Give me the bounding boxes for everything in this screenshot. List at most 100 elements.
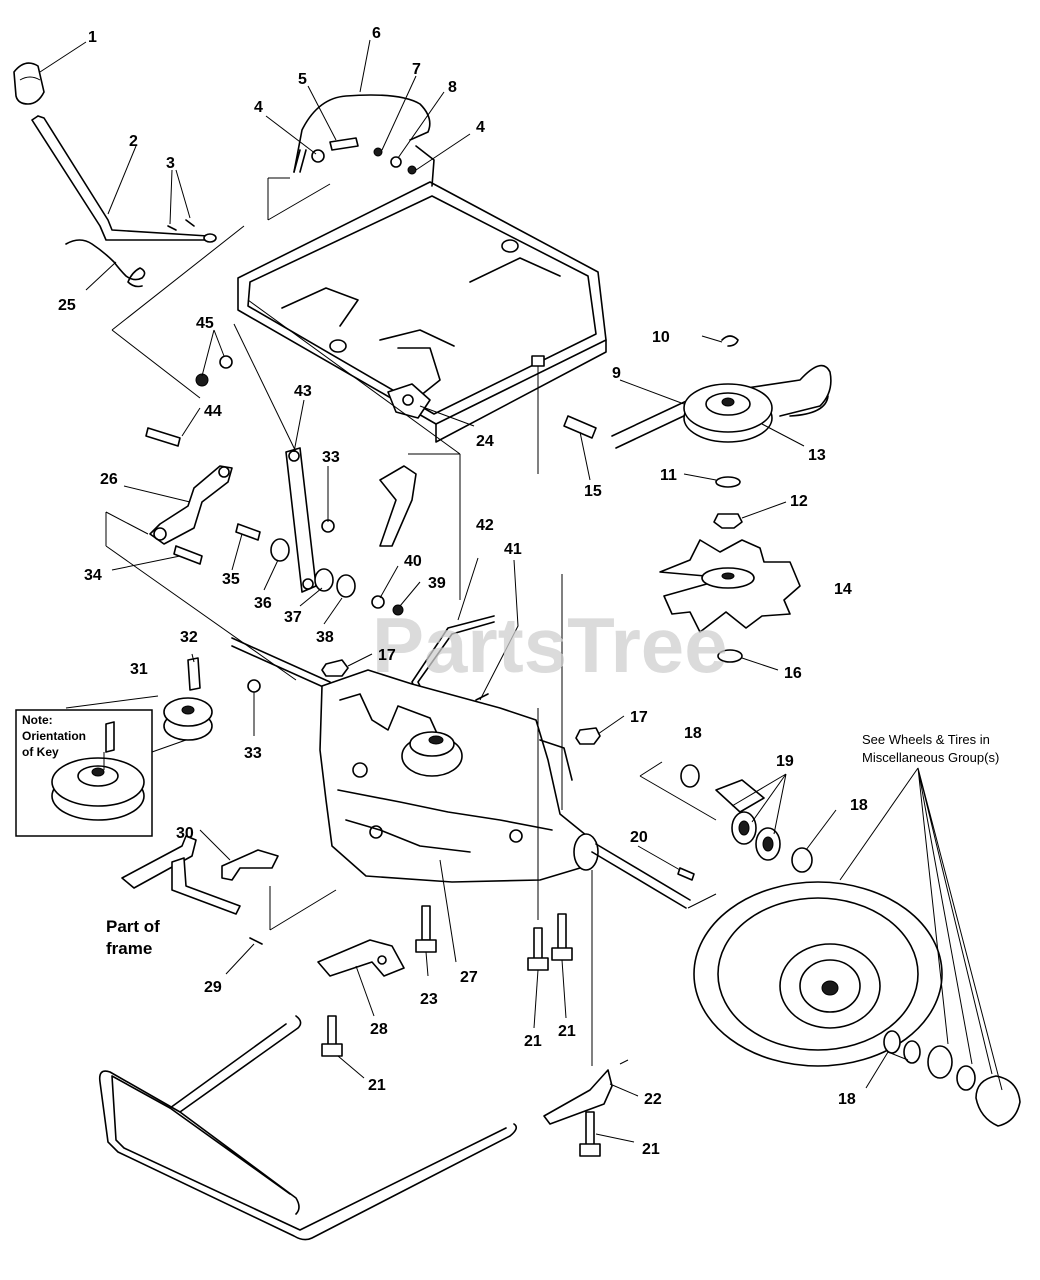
callout-21b: 21 [558, 1023, 576, 1040]
callout-15: 15 [584, 483, 602, 500]
pin-29 [249, 937, 263, 945]
hardware-top [311, 137, 417, 175]
cap-part [927, 1045, 953, 1079]
washer-18d [903, 1040, 921, 1064]
group-outline-lever [111, 225, 245, 399]
callout-2: 2 [129, 133, 138, 150]
nut-12 [713, 513, 743, 529]
bracket-22 [543, 1069, 613, 1125]
callout-23: 23 [420, 991, 438, 1008]
callout-44: 44 [204, 403, 222, 420]
callout-39: 39 [428, 575, 446, 592]
shift-lever [31, 115, 217, 243]
callout-18b: 18 [850, 797, 868, 814]
callout-11: 11 [660, 467, 677, 484]
spacers-19 [715, 779, 781, 861]
group-outline-42 [408, 453, 461, 600]
see-also-line-1: See Wheels & Tires in [862, 732, 990, 747]
callout-27: 27 [460, 969, 478, 986]
callout-10: 10 [652, 329, 670, 346]
axle [591, 843, 691, 909]
group-outline-top [267, 177, 331, 221]
hole-plate [531, 355, 545, 367]
key-32 [187, 657, 201, 691]
nut-45b [219, 355, 233, 369]
callout-29: 29 [204, 979, 222, 996]
callout-21a: 21 [524, 1033, 542, 1050]
callout-22: 22 [644, 1091, 662, 1108]
callout-9: 9 [612, 365, 621, 382]
callout-5: 5 [298, 71, 307, 88]
key-20 [677, 867, 695, 881]
callout-16: 16 [784, 665, 802, 682]
washer-18b [791, 847, 813, 873]
mounting-plate [237, 181, 607, 443]
transaxle-27 [319, 669, 599, 883]
wheel-tire [693, 881, 943, 1067]
callout-42: 42 [476, 517, 494, 534]
group-outline-22 [619, 1059, 629, 1065]
group-outline-arm [105, 511, 297, 681]
callout-14: 14 [834, 581, 852, 598]
callout-13: 13 [808, 447, 826, 464]
see-also-line-2: Miscellaneous Group(s) [862, 750, 999, 765]
control-rod [293, 94, 435, 187]
note-box: Note: Orientation of Key [15, 709, 153, 837]
callout-3: 3 [166, 155, 175, 172]
note-line-2: Orientation [22, 729, 86, 743]
callout-7: 7 [412, 61, 421, 78]
callout-1: 1 [88, 29, 97, 46]
pulley-13 [683, 383, 773, 443]
group-outline-frame [269, 886, 337, 931]
callout-24: 24 [476, 433, 494, 450]
nut-45a [195, 373, 209, 387]
callout-17b: 17 [630, 709, 648, 726]
drive-shaft [231, 637, 331, 691]
callout-21d: 21 [642, 1141, 660, 1158]
bolt-15 [563, 415, 597, 439]
bolts-21 [321, 913, 601, 1157]
callout-21c: 21 [368, 1077, 386, 1094]
leader-lines [39, 39, 909, 1143]
group-outline-axle [639, 761, 717, 909]
bracket-30 [221, 849, 279, 881]
callout-40: 40 [404, 553, 422, 570]
callout-33b: 33 [244, 745, 262, 762]
callout-18c: 18 [838, 1091, 856, 1108]
note-line-1: Note: [22, 713, 53, 727]
washer-38 [336, 574, 356, 598]
callout-6: 6 [372, 25, 381, 42]
washer-37 [314, 568, 334, 592]
note-leader [65, 695, 187, 753]
nut-wheel [956, 1065, 976, 1091]
callout-45: 45 [196, 315, 214, 332]
callout-8: 8 [448, 79, 457, 96]
callout-43: 43 [294, 383, 312, 400]
cotter-pins [167, 219, 195, 231]
washer-36 [270, 538, 290, 562]
bracket-28 [317, 939, 405, 977]
callout-36: 36 [254, 595, 272, 612]
callout-28: 28 [370, 1021, 388, 1038]
nut-17a [321, 659, 349, 677]
callout-38: 38 [316, 629, 334, 646]
washer-18c [883, 1030, 901, 1054]
frame-label-line-2: frame [106, 939, 152, 958]
callout-37: 37 [284, 609, 302, 626]
callout-4b: 4 [476, 119, 485, 136]
bolt-34 [173, 545, 203, 565]
callout-4a: 4 [254, 99, 263, 116]
bolt-44 [145, 427, 181, 447]
nut-17b [575, 727, 601, 745]
callout-19: 19 [776, 753, 794, 770]
watermark: PartsTree [372, 601, 728, 689]
callout-12: 12 [790, 493, 808, 510]
bracket-40 [379, 465, 417, 547]
washer-18a [680, 764, 700, 788]
arm-26 [149, 465, 233, 545]
retaining-ring-10 [721, 335, 739, 347]
frame-label-line-1: Part of [106, 917, 160, 936]
callout-25: 25 [58, 297, 76, 314]
link-43 [285, 447, 317, 593]
